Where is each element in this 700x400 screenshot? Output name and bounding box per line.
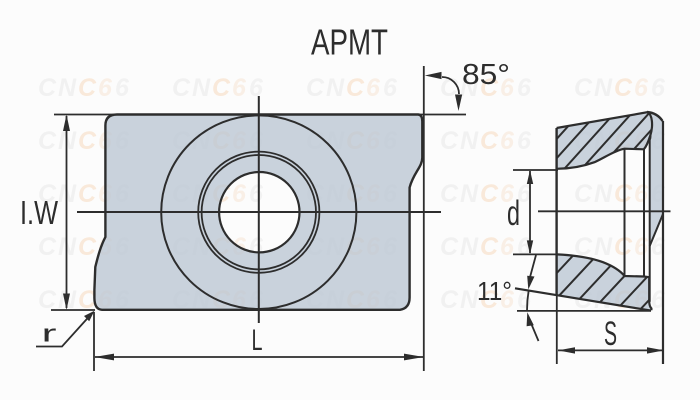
- svg-text:6: 6: [634, 74, 649, 102]
- svg-text:C: C: [614, 74, 633, 102]
- svg-text:N: N: [594, 74, 613, 102]
- svg-text:r: r: [42, 321, 57, 348]
- svg-text:6: 6: [634, 233, 649, 261]
- svg-text:C: C: [480, 286, 499, 314]
- svg-text:6: 6: [500, 127, 515, 155]
- svg-text:C: C: [574, 233, 593, 261]
- svg-text:C: C: [212, 74, 231, 102]
- svg-text:N: N: [594, 233, 613, 261]
- svg-text:6: 6: [500, 286, 515, 314]
- svg-text:C: C: [440, 233, 459, 261]
- svg-text:6: 6: [517, 74, 532, 102]
- svg-text:C: C: [78, 286, 97, 314]
- svg-text:N: N: [58, 233, 77, 261]
- svg-text:6: 6: [98, 74, 113, 102]
- svg-text:85°: 85°: [462, 59, 510, 91]
- svg-text:C: C: [440, 286, 459, 314]
- svg-text:C: C: [38, 180, 57, 208]
- svg-text:I.W: I.W: [20, 194, 59, 231]
- svg-text:C: C: [38, 233, 57, 261]
- svg-text:C: C: [306, 74, 325, 102]
- svg-text:N: N: [192, 74, 211, 102]
- svg-text:6: 6: [232, 74, 247, 102]
- svg-text:C: C: [440, 127, 459, 155]
- svg-text:6: 6: [634, 180, 649, 208]
- svg-text:C: C: [346, 74, 365, 102]
- svg-text:C: C: [440, 180, 459, 208]
- svg-text:C: C: [480, 74, 499, 102]
- svg-text:6: 6: [249, 74, 264, 102]
- svg-text:C: C: [480, 233, 499, 261]
- svg-text:N: N: [460, 74, 479, 102]
- svg-text:N: N: [460, 233, 479, 261]
- svg-text:11°: 11°: [477, 276, 512, 306]
- svg-text:6: 6: [500, 74, 515, 102]
- svg-text:N: N: [460, 180, 479, 208]
- svg-text:N: N: [460, 127, 479, 155]
- svg-text:C: C: [78, 180, 97, 208]
- svg-text:N: N: [460, 286, 479, 314]
- svg-text:6: 6: [651, 74, 666, 102]
- svg-text:6: 6: [383, 74, 398, 102]
- svg-text:N: N: [58, 127, 77, 155]
- svg-text:APMT: APMT: [311, 22, 388, 63]
- svg-text:N: N: [594, 180, 613, 208]
- svg-text:N: N: [58, 74, 77, 102]
- svg-text:C: C: [172, 74, 191, 102]
- svg-text:6: 6: [232, 180, 247, 208]
- svg-text:6: 6: [500, 180, 515, 208]
- svg-text:6: 6: [366, 74, 381, 102]
- svg-text:C: C: [78, 127, 97, 155]
- svg-text:C: C: [78, 74, 97, 102]
- svg-text:L: L: [252, 324, 263, 357]
- svg-text:6: 6: [517, 127, 532, 155]
- svg-text:N: N: [58, 180, 77, 208]
- svg-text:6: 6: [500, 233, 515, 261]
- svg-text:6: 6: [249, 180, 264, 208]
- svg-text:6: 6: [517, 180, 532, 208]
- svg-text:C: C: [574, 180, 593, 208]
- svg-text:C: C: [78, 233, 97, 261]
- svg-text:S: S: [604, 315, 617, 353]
- svg-text:d: d: [507, 194, 520, 233]
- svg-text:C: C: [480, 180, 499, 208]
- svg-text:C: C: [38, 286, 57, 314]
- svg-text:C: C: [38, 127, 57, 155]
- svg-text:N: N: [326, 74, 345, 102]
- svg-text:6: 6: [115, 74, 130, 102]
- svg-text:C: C: [574, 74, 593, 102]
- svg-text:C: C: [38, 74, 57, 102]
- svg-text:C: C: [480, 127, 499, 155]
